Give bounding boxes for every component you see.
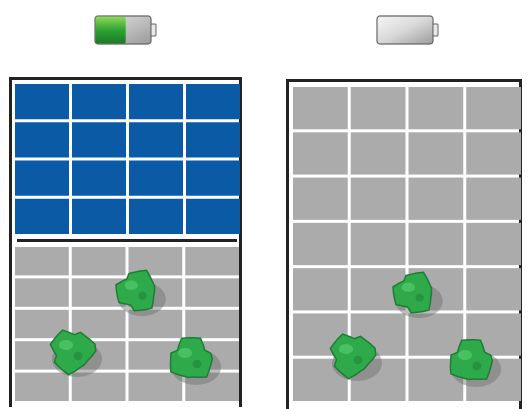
- floor-tile: [409, 132, 464, 174]
- floor-tile: [351, 178, 406, 220]
- solar-cell: [15, 84, 69, 119]
- battery-charged-icon: [94, 15, 158, 45]
- floor-tile: [15, 373, 69, 401]
- solar-cell: [186, 199, 240, 234]
- floor-tile: [409, 87, 464, 129]
- floor-tile: [351, 87, 406, 129]
- floor-tile: [466, 87, 521, 129]
- floor-tile: [409, 313, 464, 355]
- floor-tile: [293, 268, 348, 310]
- floor-tile: [466, 268, 521, 310]
- solar-cell: [129, 161, 183, 196]
- solar-cell: [129, 199, 183, 234]
- debris-blob-icon: [116, 270, 166, 316]
- floor-tile: [409, 178, 464, 220]
- panel-divider: [17, 239, 237, 242]
- solar-cell: [72, 122, 126, 157]
- floor-tile: [293, 178, 348, 220]
- floor-tile: [15, 278, 69, 306]
- floor-tile: [129, 373, 183, 401]
- solar-cell: [129, 84, 183, 119]
- left-debris-floor: [15, 247, 239, 401]
- solar-cell: [15, 122, 69, 157]
- solar-cell: [129, 122, 183, 157]
- floor-tile: [466, 132, 521, 174]
- solar-cell: [15, 161, 69, 196]
- floor-tile: [351, 223, 406, 265]
- floor-tile: [409, 223, 464, 265]
- floor-tile: [185, 278, 239, 306]
- solar-cell: [72, 161, 126, 196]
- floor-tile: [351, 132, 406, 174]
- floor-tile: [466, 223, 521, 265]
- solar-cell: [72, 84, 126, 119]
- floor-tile: [293, 87, 348, 129]
- right-debris-floor: [293, 87, 521, 401]
- floor-tile: [15, 247, 69, 275]
- solar-cell: [186, 84, 240, 119]
- solar-cell: [186, 122, 240, 157]
- solar-panel-grid: [15, 84, 240, 234]
- solar-cell: [186, 161, 240, 196]
- solar-cell: [72, 199, 126, 234]
- floor-tile: [293, 223, 348, 265]
- floor-tile: [466, 178, 521, 220]
- floor-tile: [293, 132, 348, 174]
- floor-tile: [185, 310, 239, 338]
- floor-tile: [72, 247, 126, 275]
- battery-empty-icon: [376, 15, 440, 45]
- floor-tile: [185, 247, 239, 275]
- solar-cell: [15, 199, 69, 234]
